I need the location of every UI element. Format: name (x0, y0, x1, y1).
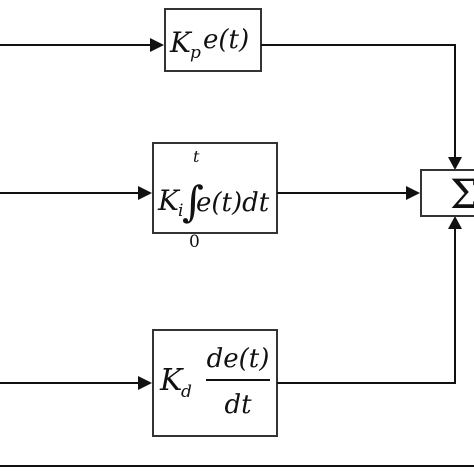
arrowhead-proportional-into-sum (448, 157, 462, 170)
arrowhead-integral-into-sum (406, 186, 420, 200)
derivative-block-box (152, 329, 278, 437)
derivative-gain-symbol: K (159, 363, 184, 398)
integral-gain-symbol: K (157, 184, 181, 217)
integral-gain-subscript: i (178, 201, 183, 221)
arrowhead-into-proportional (150, 38, 164, 52)
proportional-block: K p e(t) (164, 8, 262, 72)
arrowhead-into-derivative (138, 376, 152, 390)
summation-symbol: Σ (450, 172, 474, 218)
summation-block: Σ (420, 169, 474, 218)
proportional-gain-symbol: K (169, 26, 193, 59)
proportional-term: e(t) (203, 25, 249, 55)
proportional-gain-subscript: p (190, 43, 201, 63)
integral-block: K i t ∫ e(t)dt 0 (152, 142, 278, 252)
summation-block-box (420, 169, 474, 217)
proportional-to-sum-wire (261, 44, 456, 160)
derivative-gain-subscript: d (181, 382, 192, 402)
integral-sign: ∫ (182, 177, 204, 226)
arrowhead-derivative-into-sum (448, 216, 462, 229)
derivative-denominator: dt (224, 390, 252, 420)
derivative-block: K d de(t) dt (152, 329, 278, 437)
proportional-block-box (164, 8, 262, 72)
integral-upper-limit: t (193, 147, 200, 166)
integral-block-box (152, 142, 278, 234)
derivative-numerator: de(t) (207, 344, 270, 374)
arrowhead-into-integral (138, 186, 152, 200)
derivative-to-sum-wire (277, 227, 456, 384)
integral-lower-limit: 0 (189, 232, 200, 252)
integral-integrand: e(t)dt (196, 188, 270, 218)
